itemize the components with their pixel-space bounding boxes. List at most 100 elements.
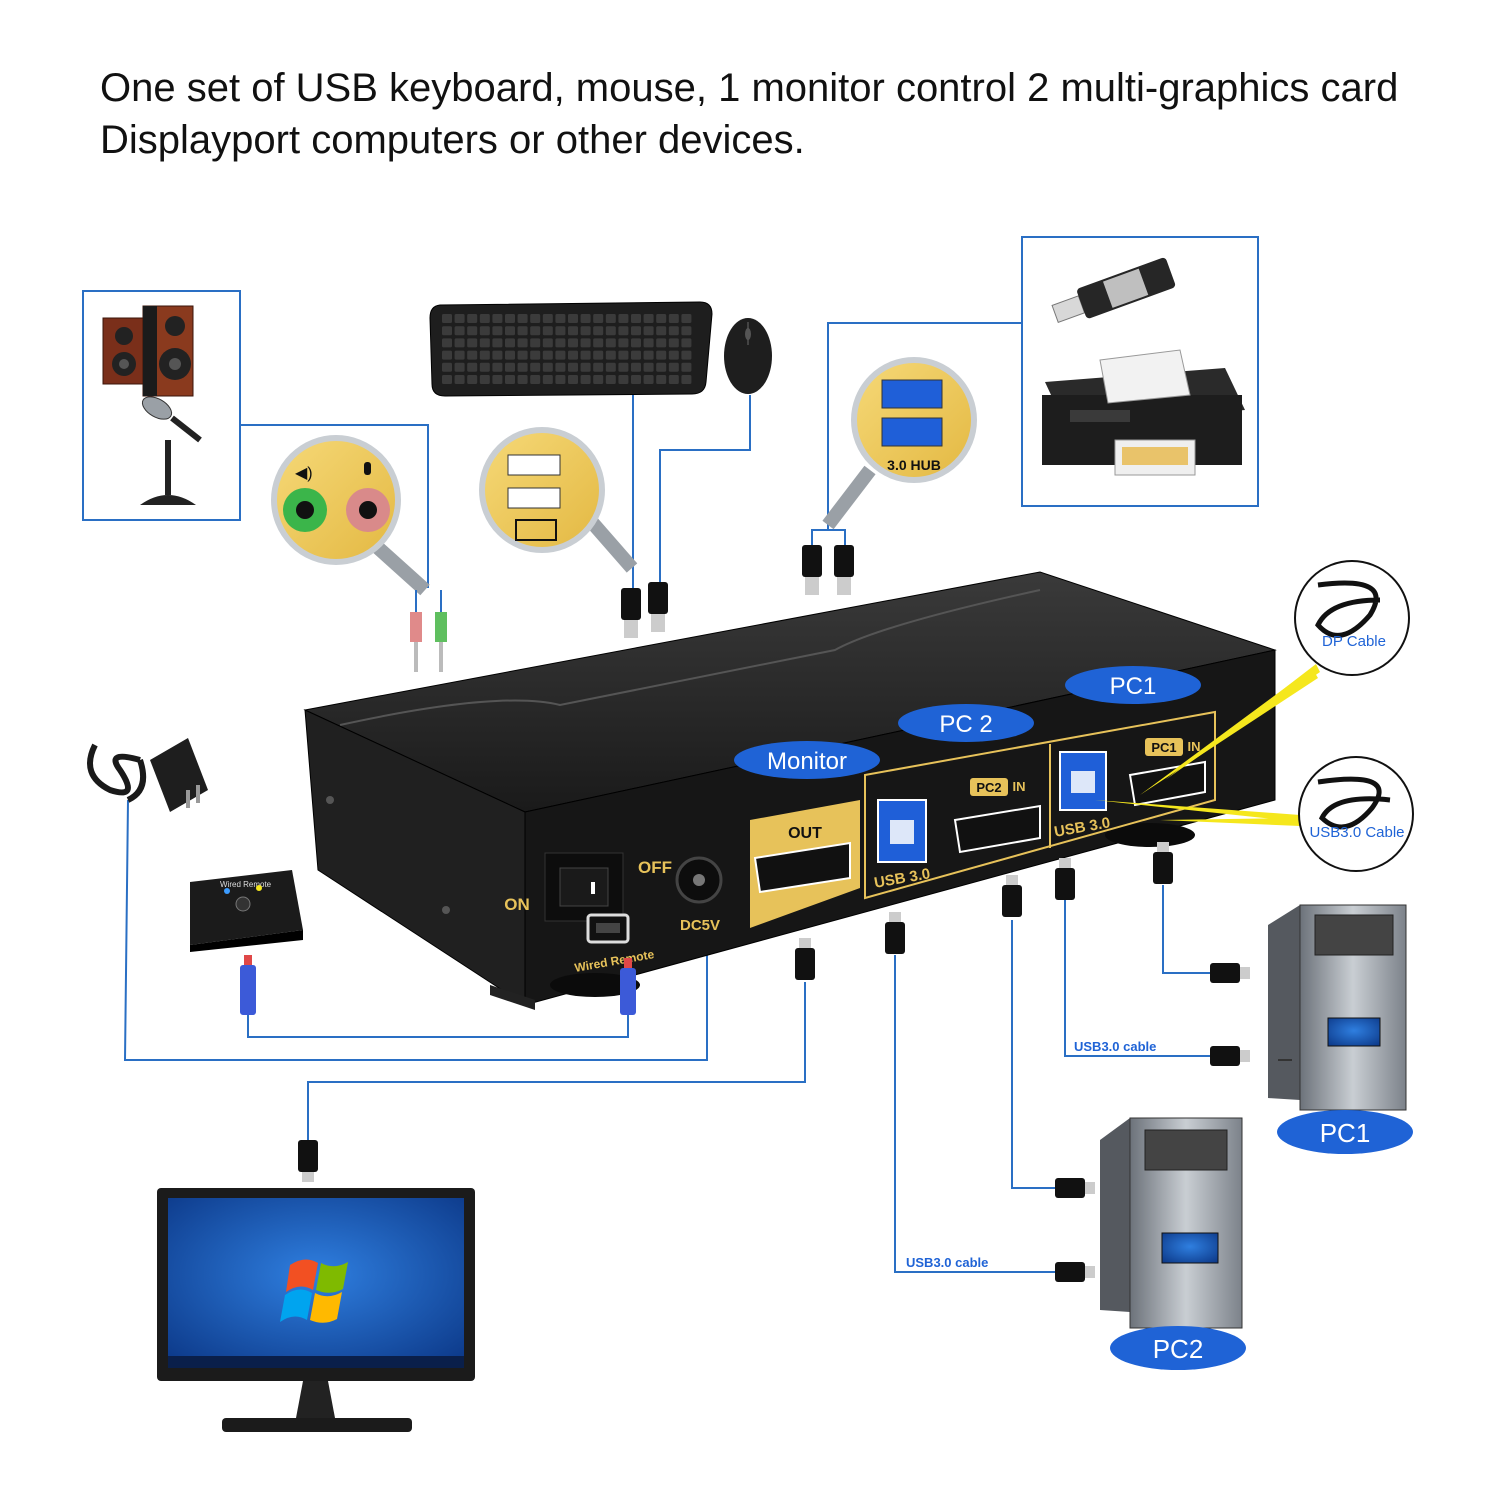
keyboard-key <box>492 338 503 348</box>
keyboard-key <box>467 350 478 360</box>
keyboard-key <box>580 314 591 323</box>
keyboard-key <box>580 326 591 336</box>
keyboard-key <box>668 362 679 372</box>
speakers-icon <box>102 305 194 397</box>
keyboard-key <box>568 326 578 336</box>
keyboard-key <box>631 338 641 348</box>
keyboard-key <box>454 338 465 348</box>
keyboard-key <box>442 375 452 384</box>
keyboard-key <box>517 314 528 323</box>
keyboard-key <box>643 375 654 384</box>
usb-cable-label: USB3.0 Cable <box>1309 824 1404 841</box>
pc2-dp-port <box>953 804 1041 854</box>
pill-pc1-computer-label: PC1 <box>1320 1118 1371 1148</box>
keyboard-key <box>442 326 452 336</box>
pill-pc2-port-label: PC 2 <box>939 711 992 738</box>
keyboard-mouse-ports-magnifier-icon <box>479 427 638 573</box>
keyboard-key <box>631 326 641 336</box>
keyboard-key <box>656 362 667 372</box>
pill-pc2-computer: PC2 <box>1110 1326 1246 1370</box>
keyboard-key <box>668 338 679 348</box>
keyboard-key <box>605 326 616 336</box>
keyboard-key <box>668 375 679 384</box>
keyboard-key <box>530 314 541 323</box>
on-label: ON <box>504 895 530 914</box>
audio-plug-pink-icon <box>410 590 422 672</box>
usb-flash-drive-icon <box>1051 257 1176 323</box>
keyboard-key <box>605 375 616 384</box>
keyboard-key <box>530 350 541 360</box>
pc2-tower-icon <box>1100 1117 1243 1329</box>
keyboard-key <box>530 375 541 384</box>
keyboard-key <box>454 375 465 384</box>
keyboard-key <box>530 338 541 348</box>
pc2-in-suffix: IN <box>1013 779 1026 794</box>
keyboard-key <box>555 350 566 360</box>
keyboard-key <box>656 326 667 336</box>
monitor-line <box>307 982 806 1140</box>
keyboard-key <box>492 326 503 336</box>
keyboard-key <box>467 362 478 372</box>
audio-ports-magnifier-icon: ◀) <box>271 435 430 596</box>
pc2-usb-line <box>894 955 1055 1273</box>
keyboard-key <box>492 375 503 384</box>
keyboard-key <box>605 362 616 372</box>
keyboard-key <box>442 314 452 323</box>
keyboard-key <box>467 326 478 336</box>
mouse-icon <box>724 318 772 394</box>
dp-plug-pc1-icon <box>1153 842 1173 884</box>
microphone-icon <box>140 396 202 505</box>
keyboard-key <box>505 375 515 384</box>
keyboard-icon <box>429 301 713 397</box>
pc1-in-badge: PC1 <box>1151 740 1176 755</box>
keyboard-key <box>618 326 629 336</box>
keyboard-key <box>631 314 641 323</box>
keyboard-key <box>542 350 553 360</box>
keyboard-key <box>656 350 667 360</box>
keyboard-key <box>479 375 490 384</box>
keyboard-key <box>467 338 478 348</box>
keyboard-key <box>542 326 553 336</box>
keyboard-key <box>517 362 528 372</box>
keyboard-key <box>593 350 604 360</box>
keyboard-key <box>643 362 654 372</box>
usb-hub-magnifier-icon: 3.0 HUB <box>822 357 977 530</box>
keyboard-key <box>618 350 629 360</box>
keyboard-key <box>568 375 578 384</box>
usb-plug-hub-b-icon <box>834 545 854 595</box>
keyboard-key <box>681 338 692 348</box>
highlight-arrows <box>1095 664 1320 826</box>
keyboard-key <box>681 362 692 372</box>
pc1-usb-plug-icon <box>1210 1046 1250 1066</box>
hub-split <box>811 529 846 545</box>
pill-pc1-port: PC1 <box>1065 666 1201 704</box>
keyboard-key <box>454 314 465 323</box>
power-adapter-icon <box>87 738 208 812</box>
keyboard-key <box>505 326 515 336</box>
wired-remote-device: Wired Remote <box>190 870 303 952</box>
keyboard-key <box>631 375 641 384</box>
keyboard-key <box>530 326 541 336</box>
keyboard-key <box>643 326 654 336</box>
pc1-in-suffix: IN <box>1188 739 1201 754</box>
keyboard-key <box>505 338 515 348</box>
keyboard-key <box>555 362 566 372</box>
keyboard-key <box>580 362 591 372</box>
off-label: OFF <box>638 858 672 877</box>
dp-plug-pc2-icon <box>1002 875 1022 917</box>
keyboard-key <box>492 350 503 360</box>
keyboard-key <box>505 314 515 323</box>
keyboard-key <box>492 314 503 323</box>
pill-monitor: Monitor <box>734 741 880 779</box>
remote-line <box>247 1015 629 1038</box>
keyboard-key <box>681 314 692 323</box>
keyboard-key <box>555 338 566 348</box>
keyboard-key <box>442 350 452 360</box>
keyboard-key <box>593 375 604 384</box>
usb-cable-callout: USB3.0 Cable <box>1298 756 1414 872</box>
dp-cable-callout: DP Cable <box>1294 560 1410 676</box>
keyboard-key <box>479 326 490 336</box>
keyboard-key <box>467 314 478 323</box>
svg-text:◀): ◀) <box>295 465 313 482</box>
keyboard-key <box>668 350 679 360</box>
